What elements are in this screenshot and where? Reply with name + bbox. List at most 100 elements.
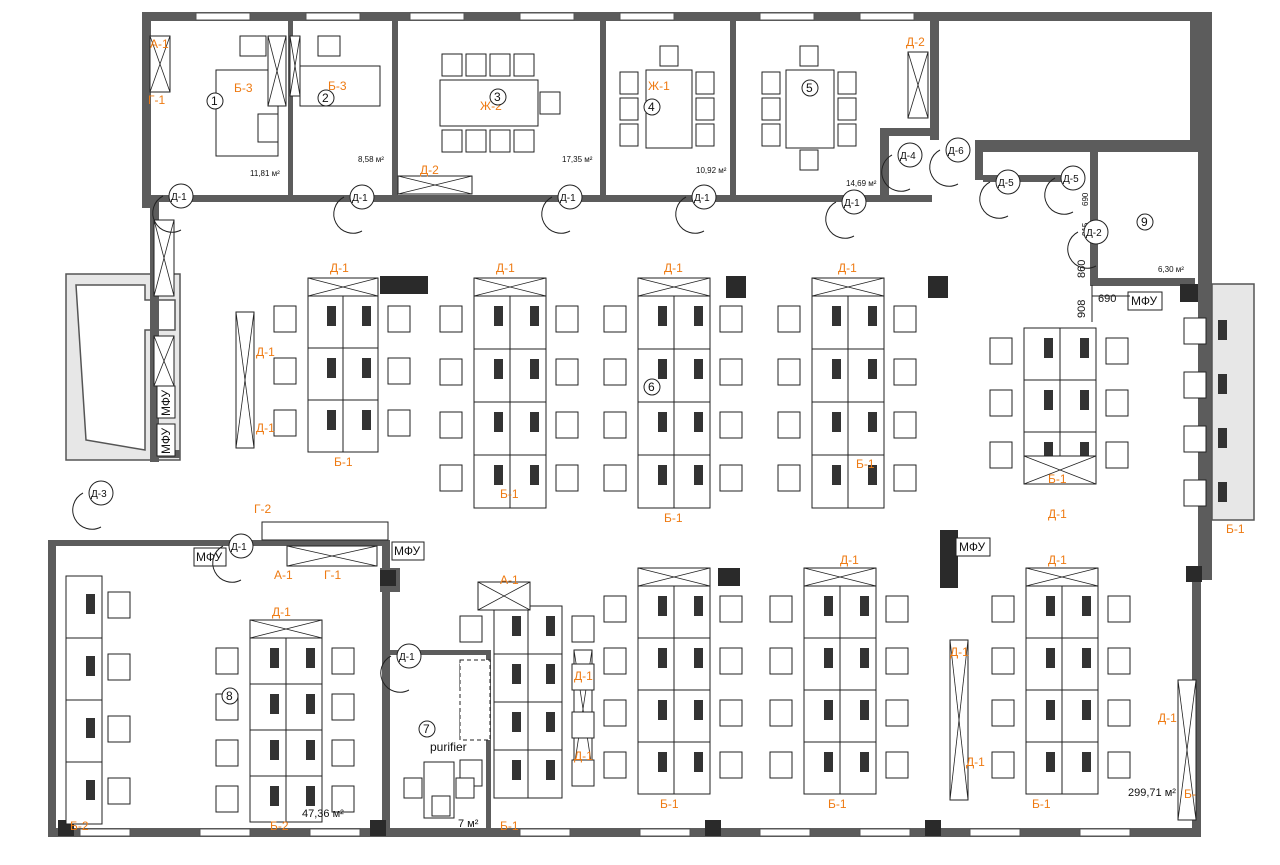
desk	[473, 295, 511, 350]
desk	[307, 295, 344, 349]
workstation-chair	[832, 359, 841, 379]
chair	[1107, 595, 1131, 623]
chair	[331, 647, 355, 675]
room-area: 47,36 м²	[302, 808, 344, 820]
workstation-chair	[86, 780, 95, 800]
door-swing	[333, 196, 363, 234]
workstation-chair	[658, 359, 667, 379]
mfu-label: МФУ	[394, 544, 420, 558]
chair	[719, 751, 743, 779]
chair	[991, 647, 1015, 675]
door: Д-2	[1067, 219, 1109, 269]
partition-label: Д-1	[838, 261, 857, 275]
door-label: Д-1	[844, 198, 860, 209]
workstation-chair	[546, 616, 555, 636]
chair	[769, 699, 793, 727]
chair	[331, 693, 355, 721]
room-area: 8,58 м²	[358, 155, 384, 164]
counter	[261, 521, 389, 541]
chair	[603, 305, 627, 333]
workstation-chair	[327, 306, 336, 326]
chair	[893, 411, 917, 439]
door-marker	[897, 142, 923, 168]
room-number: 9	[1141, 215, 1148, 229]
chair	[603, 464, 627, 492]
desk	[811, 454, 849, 509]
workstation-chair	[694, 752, 703, 772]
desk-group-label: Б-1	[500, 819, 519, 833]
workstation-chair	[868, 412, 877, 432]
chair	[777, 411, 801, 439]
partition-cross	[235, 311, 255, 449]
desk	[1025, 585, 1063, 639]
workstation-chair	[694, 700, 703, 720]
workstation-chair	[1046, 648, 1055, 668]
desk	[1061, 689, 1099, 743]
workstation-chair	[512, 760, 521, 780]
workstation-chair	[824, 596, 833, 616]
workstation-chair	[494, 465, 503, 485]
partition-cross	[803, 567, 877, 587]
desk-group-label: Б-2	[270, 819, 289, 833]
dimension: 908	[1076, 300, 1088, 318]
chair	[719, 699, 743, 727]
workstation-chair	[1082, 596, 1091, 616]
desk	[1059, 379, 1097, 433]
chair	[439, 411, 463, 439]
chair	[387, 305, 411, 333]
desk	[803, 689, 841, 743]
room-area: 11,81 м²	[250, 169, 280, 178]
partition-cross	[153, 335, 175, 387]
door-label: Г-1	[148, 93, 165, 107]
chair	[1183, 317, 1207, 345]
workstation-chair	[694, 648, 703, 668]
chair	[107, 715, 131, 743]
chair	[761, 97, 781, 121]
workstation-chair	[530, 359, 539, 379]
chair	[659, 45, 679, 67]
desk	[637, 401, 675, 456]
partition-label: Д-1	[840, 553, 859, 567]
chair	[331, 739, 355, 767]
chair	[837, 71, 857, 95]
partition-label: Д-1	[330, 261, 349, 275]
partition-cross	[289, 35, 301, 97]
door-marker	[557, 184, 583, 210]
chair	[571, 615, 595, 643]
chair	[799, 149, 819, 171]
chair	[719, 411, 743, 439]
label-b3: Б-3	[328, 79, 347, 93]
door: Д-1	[380, 643, 422, 693]
door-label: Д-2	[420, 163, 439, 177]
partition-cross	[1025, 567, 1099, 587]
desk	[493, 749, 529, 799]
workstation-chair	[530, 412, 539, 432]
workstation-chair	[1218, 482, 1227, 502]
workstation-chair	[306, 786, 315, 806]
chair	[619, 97, 639, 121]
chair	[1105, 441, 1129, 469]
chair	[719, 305, 743, 333]
door-swing	[979, 181, 1009, 219]
chair	[989, 441, 1013, 469]
desk	[673, 348, 711, 403]
label-zh1: Ж-1	[648, 79, 670, 93]
chair	[885, 595, 909, 623]
mfu-label: МФУ	[196, 550, 222, 564]
chair	[695, 97, 715, 121]
chair	[465, 53, 487, 77]
desk	[285, 775, 323, 823]
desk-group-label: Б-1	[664, 511, 683, 525]
chair	[441, 129, 463, 153]
chair	[885, 751, 909, 779]
workstation-chair	[1218, 428, 1227, 448]
chair	[837, 123, 857, 147]
workstation-chair	[327, 410, 336, 430]
chair	[893, 305, 917, 333]
desk	[673, 585, 711, 639]
workstation-chair	[362, 358, 371, 378]
door: Д-1	[675, 184, 717, 234]
desk	[509, 295, 547, 350]
partition-label: А-1	[500, 573, 519, 587]
door-swing	[1044, 177, 1074, 215]
